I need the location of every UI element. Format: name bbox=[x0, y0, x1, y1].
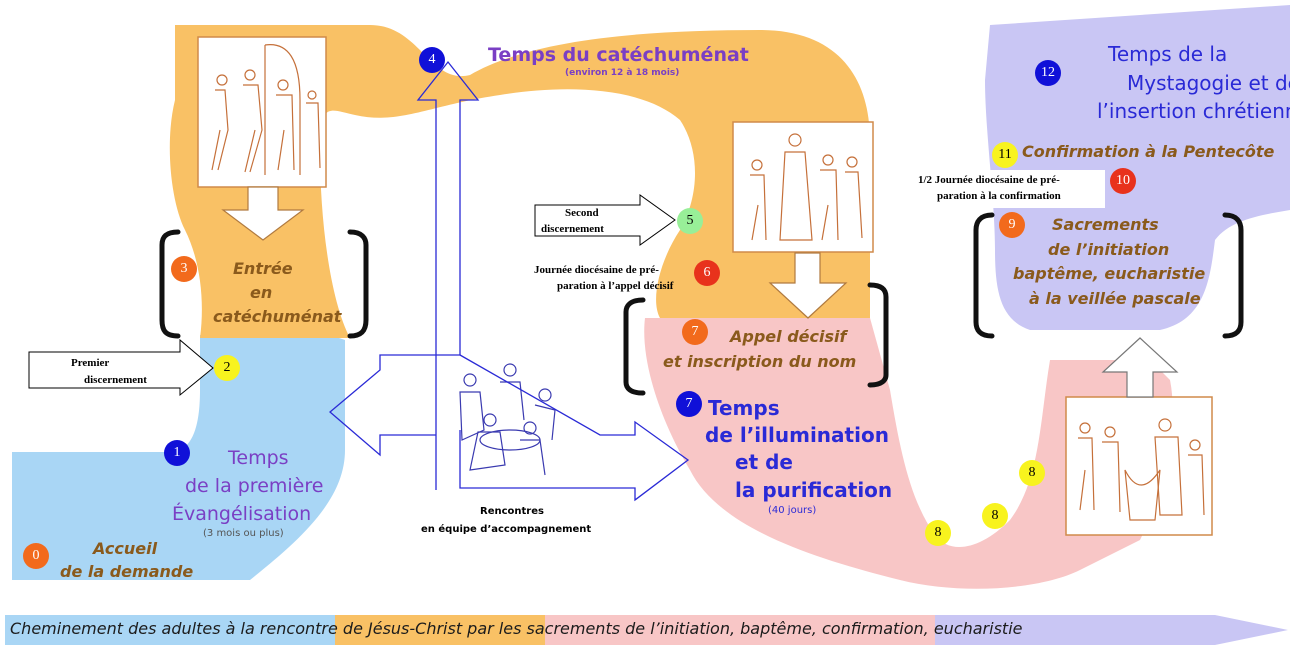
journee-conf-2: paration à la confirmation bbox=[937, 190, 1061, 202]
illumination-zone bbox=[644, 318, 1173, 589]
confirmation-label: Confirmation à la Pentecôte bbox=[1022, 142, 1275, 161]
second-arrow-box bbox=[534, 194, 676, 246]
accueil-label-2: de la demande bbox=[60, 562, 194, 581]
journee-conf-1: 1/2 Journée diocésaine de pré- bbox=[918, 174, 1060, 186]
bottom-banner-text: Cheminement des adultes à la rencontre d… bbox=[10, 619, 1022, 638]
banner-orange bbox=[335, 615, 545, 645]
arrow-down-appel bbox=[768, 252, 848, 319]
evangelisation-title-3: Évangélisation bbox=[172, 503, 312, 525]
second-label-2: discernement bbox=[541, 223, 604, 235]
entree-label-2: en bbox=[250, 283, 273, 302]
illumination-title-1: Temps bbox=[708, 396, 780, 420]
badge-6: 6 bbox=[694, 260, 720, 286]
arrow-down-entree bbox=[221, 186, 305, 241]
premier-arrow-box bbox=[28, 338, 214, 397]
arrow-up-bapteme bbox=[1101, 337, 1179, 398]
illumination-title-2: de l’illumination bbox=[705, 423, 889, 447]
badge-0: 0 bbox=[23, 543, 49, 569]
catechumenat-duration: (environ 12 à 18 mois) bbox=[565, 68, 680, 78]
banner-seg-3: par les sacrements de l’initiation, bapt… bbox=[462, 619, 817, 638]
badge-8b: 8 bbox=[982, 503, 1008, 529]
sacrements-label-2: de l’initiation bbox=[1048, 240, 1170, 259]
illumination-duration: (40 jours) bbox=[768, 505, 817, 516]
second-label-1: Second bbox=[565, 207, 599, 219]
catechumenat-zone bbox=[169, 25, 870, 338]
illumination-title-4: la purification bbox=[735, 478, 893, 502]
appel-label-1: Appel décisif bbox=[730, 327, 847, 346]
rencontres-label-1: Rencontres bbox=[480, 506, 544, 517]
badge-8c: 8 bbox=[1019, 460, 1045, 486]
illumination-title-3: et de bbox=[735, 450, 793, 474]
badge-11: 11 bbox=[992, 142, 1018, 168]
rencontres-label-2: en équipe d’accompagnement bbox=[421, 524, 592, 535]
badge-8a: 8 bbox=[925, 520, 951, 546]
badge-10: 10 bbox=[1110, 168, 1136, 194]
badge-7b: 7 bbox=[676, 391, 702, 417]
mystagogie-zone bbox=[985, 5, 1290, 330]
badge-1: 1 bbox=[164, 440, 190, 466]
badge-7a: 7 bbox=[682, 319, 708, 345]
journee-conf-box bbox=[915, 170, 1105, 208]
banner-seg-2: contre de Jésus-Christ bbox=[286, 619, 463, 638]
mystagogie-title-2: Mystagogie et de bbox=[1127, 71, 1290, 95]
badge-5: 5 bbox=[677, 208, 703, 234]
evangelisation-duration: (3 mois ou plus) bbox=[203, 528, 284, 539]
sacrements-label-1: Sacrements bbox=[1052, 215, 1159, 234]
mystagogie-title-3: l’insertion chrétienne bbox=[1097, 99, 1290, 123]
evangelisation-title-1: Temps bbox=[228, 447, 289, 469]
premier-label-1: Premier bbox=[71, 357, 110, 369]
accueil-label-1: Accueil bbox=[93, 539, 158, 558]
figures-entree-icon bbox=[211, 44, 321, 175]
accompagnement-arrow bbox=[328, 60, 480, 490]
badge-4: 4 bbox=[419, 47, 445, 73]
illustration-bapteme bbox=[1065, 396, 1213, 536]
badge-3: 3 bbox=[171, 256, 197, 282]
banner-blue bbox=[5, 615, 335, 645]
badge-9: 9 bbox=[999, 212, 1025, 238]
illustration-appel bbox=[732, 121, 874, 253]
entree-label-3: catéchuménat bbox=[213, 307, 342, 326]
entree-label-1: Entrée bbox=[233, 259, 293, 278]
evangelisation-title-2: de la première bbox=[185, 475, 324, 497]
banner-pink bbox=[545, 615, 935, 645]
figures-appel-icon bbox=[750, 133, 863, 241]
banner-seg-1: Cheminement des adultes à la ren bbox=[10, 619, 287, 638]
mystagogie-title-1: Temps de la bbox=[1108, 42, 1228, 66]
premier-label-2: discernement bbox=[84, 374, 147, 386]
accompagnement-arrow-right bbox=[459, 354, 690, 502]
brackets bbox=[159, 212, 1244, 396]
journee-appel-1: Journée diocésaine de pré- bbox=[534, 264, 659, 276]
badge-12: 12 bbox=[1035, 60, 1061, 86]
badge-2: 2 bbox=[214, 355, 240, 381]
journee-appel-2: paration à l’appel décisif bbox=[557, 280, 674, 292]
banner-seg-4: confirmation, eucharistie bbox=[816, 619, 1023, 638]
sacrements-label-4: à la veillée pascale bbox=[1029, 289, 1201, 308]
figures-bapteme-icon bbox=[1078, 418, 1205, 521]
appel-label-2: et inscription du nom bbox=[663, 352, 857, 371]
catechumenat-title: Temps du catéchuménat bbox=[488, 44, 749, 66]
sacrements-label-3: baptême, eucharistie bbox=[1013, 264, 1206, 283]
illustration-entree bbox=[197, 36, 327, 188]
